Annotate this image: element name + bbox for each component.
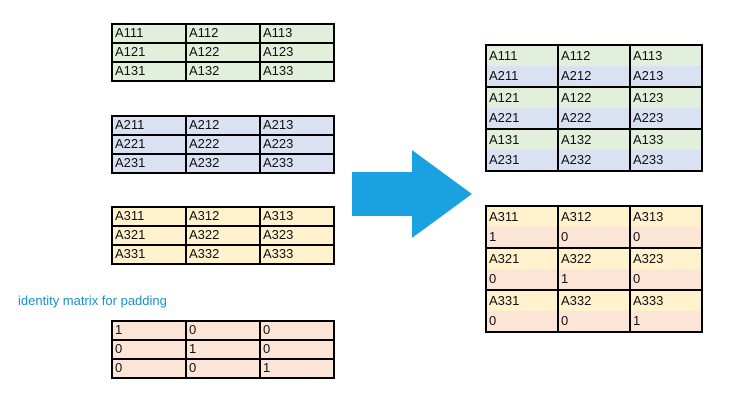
matrix-cell: 0 <box>259 339 335 360</box>
cell-lower-value: 0 <box>632 269 700 288</box>
cell-upper-value: A121 <box>488 89 556 108</box>
cell-lower-value: A212 <box>560 66 628 85</box>
cell-upper-value: A333 <box>632 292 700 311</box>
matrix-cell: A231 <box>111 153 187 174</box>
cell-lower-value: 0 <box>488 269 556 288</box>
cell-lower-value: A211 <box>488 66 556 85</box>
cell-upper-value: A312 <box>560 208 628 227</box>
matrix-cell: A122 <box>185 42 261 63</box>
matrix-cell: A121 <box>111 42 187 63</box>
matrix-cell: A212 <box>185 115 261 136</box>
cell-upper-value: A322 <box>560 250 628 269</box>
matrix-cell: A111 <box>111 23 187 44</box>
cell-lower-value: A232 <box>560 150 628 169</box>
cell-upper-value: A331 <box>488 292 556 311</box>
matrix-cell: A323 <box>259 225 335 246</box>
cell-upper-value: A321 <box>488 250 556 269</box>
matrix-cell: A131 <box>111 61 187 82</box>
matrix-cell: A221 <box>111 134 187 155</box>
cell-upper-value: A323 <box>632 250 700 269</box>
cell-lower-value: A221 <box>488 108 556 127</box>
matrix-cell: A133 <box>259 61 335 82</box>
matrix-cell: A333 <box>259 244 335 265</box>
matrix-cell: A233 <box>259 153 335 174</box>
matrix-cell: 1 <box>111 320 187 341</box>
cell-upper-value: A313 <box>632 208 700 227</box>
matrix-cell: A313 <box>259 206 335 227</box>
matrix-cell: A232 <box>185 153 261 174</box>
matrix-cell: 1 <box>185 339 261 360</box>
cell-lower-value: A213 <box>632 66 700 85</box>
cell-upper-value: A112 <box>560 47 628 66</box>
cell-upper-value: A131 <box>488 131 556 150</box>
matrix-cell: A211 <box>111 115 187 136</box>
matrix-cell: A123 <box>259 42 335 63</box>
cell-upper-value: A122 <box>560 89 628 108</box>
cell-lower-value: 1 <box>488 227 556 246</box>
cell-lower-value: 0 <box>488 311 556 330</box>
matrix-cell: 0 <box>185 358 261 379</box>
cell-lower-value: 0 <box>560 227 628 246</box>
cell-upper-value: A311 <box>488 208 556 227</box>
cell-upper-value: A132 <box>560 131 628 150</box>
cell-lower-value: 1 <box>560 269 628 288</box>
matrix-cell: A312 <box>185 206 261 227</box>
matrix-cell: A332 <box>185 244 261 265</box>
cell-lower-value: A222 <box>560 108 628 127</box>
matrix-cell: A321 <box>111 225 187 246</box>
matrix-cell: A222 <box>185 134 261 155</box>
cell-upper-value: A332 <box>560 292 628 311</box>
cell-lower-value: 0 <box>560 311 628 330</box>
cell-lower-value: A231 <box>488 150 556 169</box>
matrix-cell: A113 <box>259 23 335 44</box>
cell-lower-value: 0 <box>632 227 700 246</box>
cell-upper-value: A133 <box>632 131 700 150</box>
cell-lower-value: A223 <box>632 108 700 127</box>
matrix-cell: A331 <box>111 244 187 265</box>
right-arrow-icon <box>352 150 472 238</box>
matrix-cell: 0 <box>111 339 187 360</box>
matrix-cell: A112 <box>185 23 261 44</box>
matrix-cell: 0 <box>185 320 261 341</box>
identity-matrix-note: identity matrix for padding <box>18 293 167 308</box>
cell-lower-value: 1 <box>632 311 700 330</box>
cell-upper-value: A123 <box>632 89 700 108</box>
cell-lower-value: A233 <box>632 150 700 169</box>
matrix-cell: A311 <box>111 206 187 227</box>
matrix-cell: 1 <box>259 358 335 379</box>
matrix-cell: A213 <box>259 115 335 136</box>
matrix-cell: 0 <box>259 320 335 341</box>
matrix-cell: A322 <box>185 225 261 246</box>
arrow-shape <box>352 150 472 238</box>
matrix-cell: A132 <box>185 61 261 82</box>
matrix-cell: A223 <box>259 134 335 155</box>
cell-upper-value: A111 <box>488 47 556 66</box>
matrix-cell: 0 <box>111 358 187 379</box>
cell-upper-value: A113 <box>632 47 700 66</box>
